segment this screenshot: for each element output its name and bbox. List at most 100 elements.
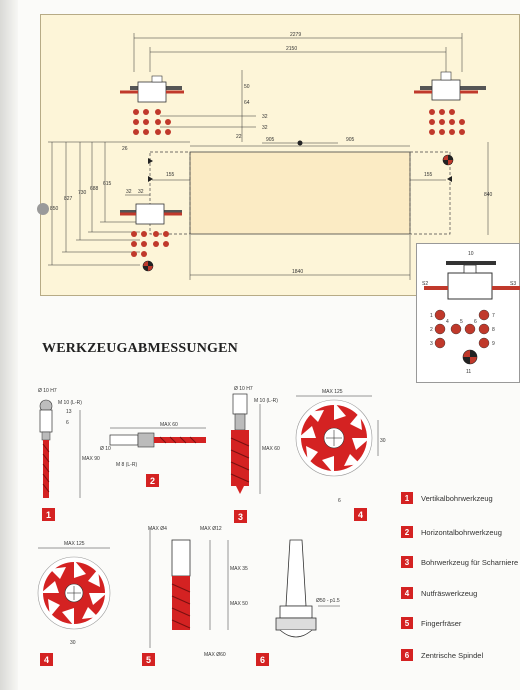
dim-label: 13 bbox=[66, 409, 72, 415]
legend-number: 2 bbox=[401, 526, 413, 538]
dim-label: 730 bbox=[78, 190, 87, 196]
dim-label: MAX Ø12 bbox=[200, 526, 222, 532]
dim-label: 26 bbox=[122, 146, 128, 152]
dim-label: Ø 10 H7 bbox=[38, 388, 57, 394]
dim-label: 850 bbox=[50, 206, 59, 212]
dim-label: 30 bbox=[380, 438, 386, 444]
dim-label: 827 bbox=[64, 196, 73, 202]
tool-vertical-drill bbox=[39, 399, 81, 498]
dim-label: 155 bbox=[166, 172, 175, 178]
section-title: WERKZEUGABMESSUNGEN bbox=[42, 341, 238, 356]
dim-label: 32 bbox=[262, 125, 268, 131]
dim-label: MAX 60 bbox=[160, 422, 178, 428]
tool-number-badge: 2 bbox=[146, 474, 159, 487]
tool-horizontal-drill bbox=[109, 427, 206, 448]
tool-centric-spindle bbox=[275, 539, 340, 638]
tool-number-badge: 5 bbox=[142, 653, 155, 666]
legend-label: Fingerfräser bbox=[421, 618, 462, 628]
dim-label: M 8 (L-R) bbox=[116, 462, 137, 468]
dim-label: 50 bbox=[244, 84, 250, 90]
page-edge-shadow bbox=[0, 0, 18, 690]
tool-groove-cutter-2 bbox=[37, 547, 111, 630]
legend-label: Zentrische Spindel bbox=[421, 650, 484, 660]
dim-label: MAX 50 bbox=[230, 601, 248, 607]
inset-label: 10 bbox=[468, 251, 474, 257]
inset-label: S2 bbox=[422, 281, 428, 287]
dim-label: 32 bbox=[262, 114, 268, 120]
spindle-inset-diagram: 10 S2 S3 1 2 3 4 5 6 7 8 9 11 bbox=[422, 251, 520, 375]
dim-label: Ø 10 H7 bbox=[234, 386, 253, 392]
tool-number-badge: 4 bbox=[354, 508, 367, 521]
dim-label: MAX Ø4 bbox=[148, 526, 167, 532]
dim-label: 2150 bbox=[286, 46, 297, 52]
legend-number: 3 bbox=[401, 556, 413, 568]
dim-label: 905 bbox=[266, 137, 275, 143]
dim-label: 615 bbox=[103, 181, 112, 187]
legend-item: 4 Nutfräswerkzeug bbox=[401, 586, 477, 600]
drilling-head-bottom-left bbox=[120, 203, 182, 272]
inset-label: 2 bbox=[430, 327, 433, 333]
inset-label: 9 bbox=[492, 341, 495, 347]
drilling-head-top-left bbox=[120, 75, 184, 135]
inset-label: 7 bbox=[492, 313, 495, 319]
dim-label: 840 bbox=[484, 192, 493, 198]
tool-hinge-drill bbox=[230, 393, 261, 494]
dim-label: 64 bbox=[244, 100, 250, 106]
tool-dimension-labels: Ø 10 H7 M 10 (L-R) 13 6 MAX 90 MAX 60 Ø … bbox=[38, 386, 386, 658]
inset-label: 5 bbox=[460, 319, 463, 325]
dim-label: 155 bbox=[424, 172, 433, 178]
dim-label: MAX Ø60 bbox=[204, 652, 226, 658]
legend-item: 5 Fingerfräser bbox=[401, 616, 461, 630]
legend-label: Vertikalbohrwerkzeug bbox=[421, 493, 493, 503]
tool-number-badge: 1 bbox=[42, 508, 55, 521]
inset-label: S3 bbox=[510, 281, 516, 287]
dim-label: 22 bbox=[236, 134, 242, 140]
inset-label: 1 bbox=[430, 313, 433, 319]
drilling-head-top-right bbox=[414, 71, 486, 135]
dim-label: 30 bbox=[70, 640, 76, 646]
dim-label: 1840 bbox=[292, 269, 303, 275]
legend-label: Nutfräswerkzeug bbox=[421, 588, 478, 598]
legend-number: 6 bbox=[401, 649, 413, 661]
inset-label: 11 bbox=[466, 369, 471, 375]
inset-label: 4 bbox=[446, 319, 449, 325]
dim-label: 6 bbox=[66, 420, 69, 426]
legend-number: 5 bbox=[401, 617, 413, 629]
tool-groove-cutter bbox=[295, 395, 379, 477]
machine-layout-diagram bbox=[48, 33, 489, 280]
dim-label: MAX 35 bbox=[230, 566, 248, 572]
dim-label: MAX 125 bbox=[64, 541, 85, 547]
layout-dimension-labels: 2279 2150 32 32 64 50 905 905 155 155 32… bbox=[50, 32, 493, 275]
dim-label: M 10 (L-R) bbox=[58, 400, 82, 406]
dim-label: 6 bbox=[338, 498, 341, 504]
inset-label: 3 bbox=[430, 341, 433, 347]
legend-item: 6 Zentrische Spindel bbox=[401, 648, 483, 662]
tool-drawings bbox=[37, 393, 379, 648]
inset-label: 8 bbox=[492, 327, 495, 333]
dim-label: Ø50 - p1.5 bbox=[316, 598, 340, 604]
tool-number-badge: 6 bbox=[256, 653, 269, 666]
dim-label: 688 bbox=[90, 186, 99, 192]
legend-number: 1 bbox=[401, 492, 413, 504]
legend-number: 4 bbox=[401, 587, 413, 599]
legend-label: Horizontalbohrwerkzeug bbox=[421, 527, 502, 537]
dim-label: 2279 bbox=[290, 32, 301, 38]
tool-finger-cutter bbox=[149, 528, 229, 648]
dim-label: 905 bbox=[346, 137, 355, 143]
legend-item: 3 Bohrwerkzeug für Scharniere bbox=[401, 555, 518, 569]
dim-label: MAX 125 bbox=[322, 389, 343, 395]
dim-label: Ø 10 bbox=[100, 446, 111, 452]
legend-label: Bohrwerkzeug für Scharniere bbox=[421, 557, 519, 567]
legend-item: 2 Horizontalbohrwerkzeug bbox=[401, 525, 502, 539]
dim-label: MAX 60 bbox=[262, 446, 280, 452]
legend-item: 1 Vertikalbohrwerkzeug bbox=[401, 491, 493, 505]
tool-number-badge: 3 bbox=[234, 510, 247, 523]
dim-label: M 10 (L-R) bbox=[254, 398, 278, 404]
dim-label: 32 bbox=[126, 189, 132, 195]
binder-hole bbox=[37, 203, 49, 215]
dim-label: 32 bbox=[138, 189, 144, 195]
inset-label: 6 bbox=[474, 319, 477, 325]
tool-number-badge: 4 bbox=[40, 653, 53, 666]
dim-label: MAX 90 bbox=[82, 456, 100, 462]
